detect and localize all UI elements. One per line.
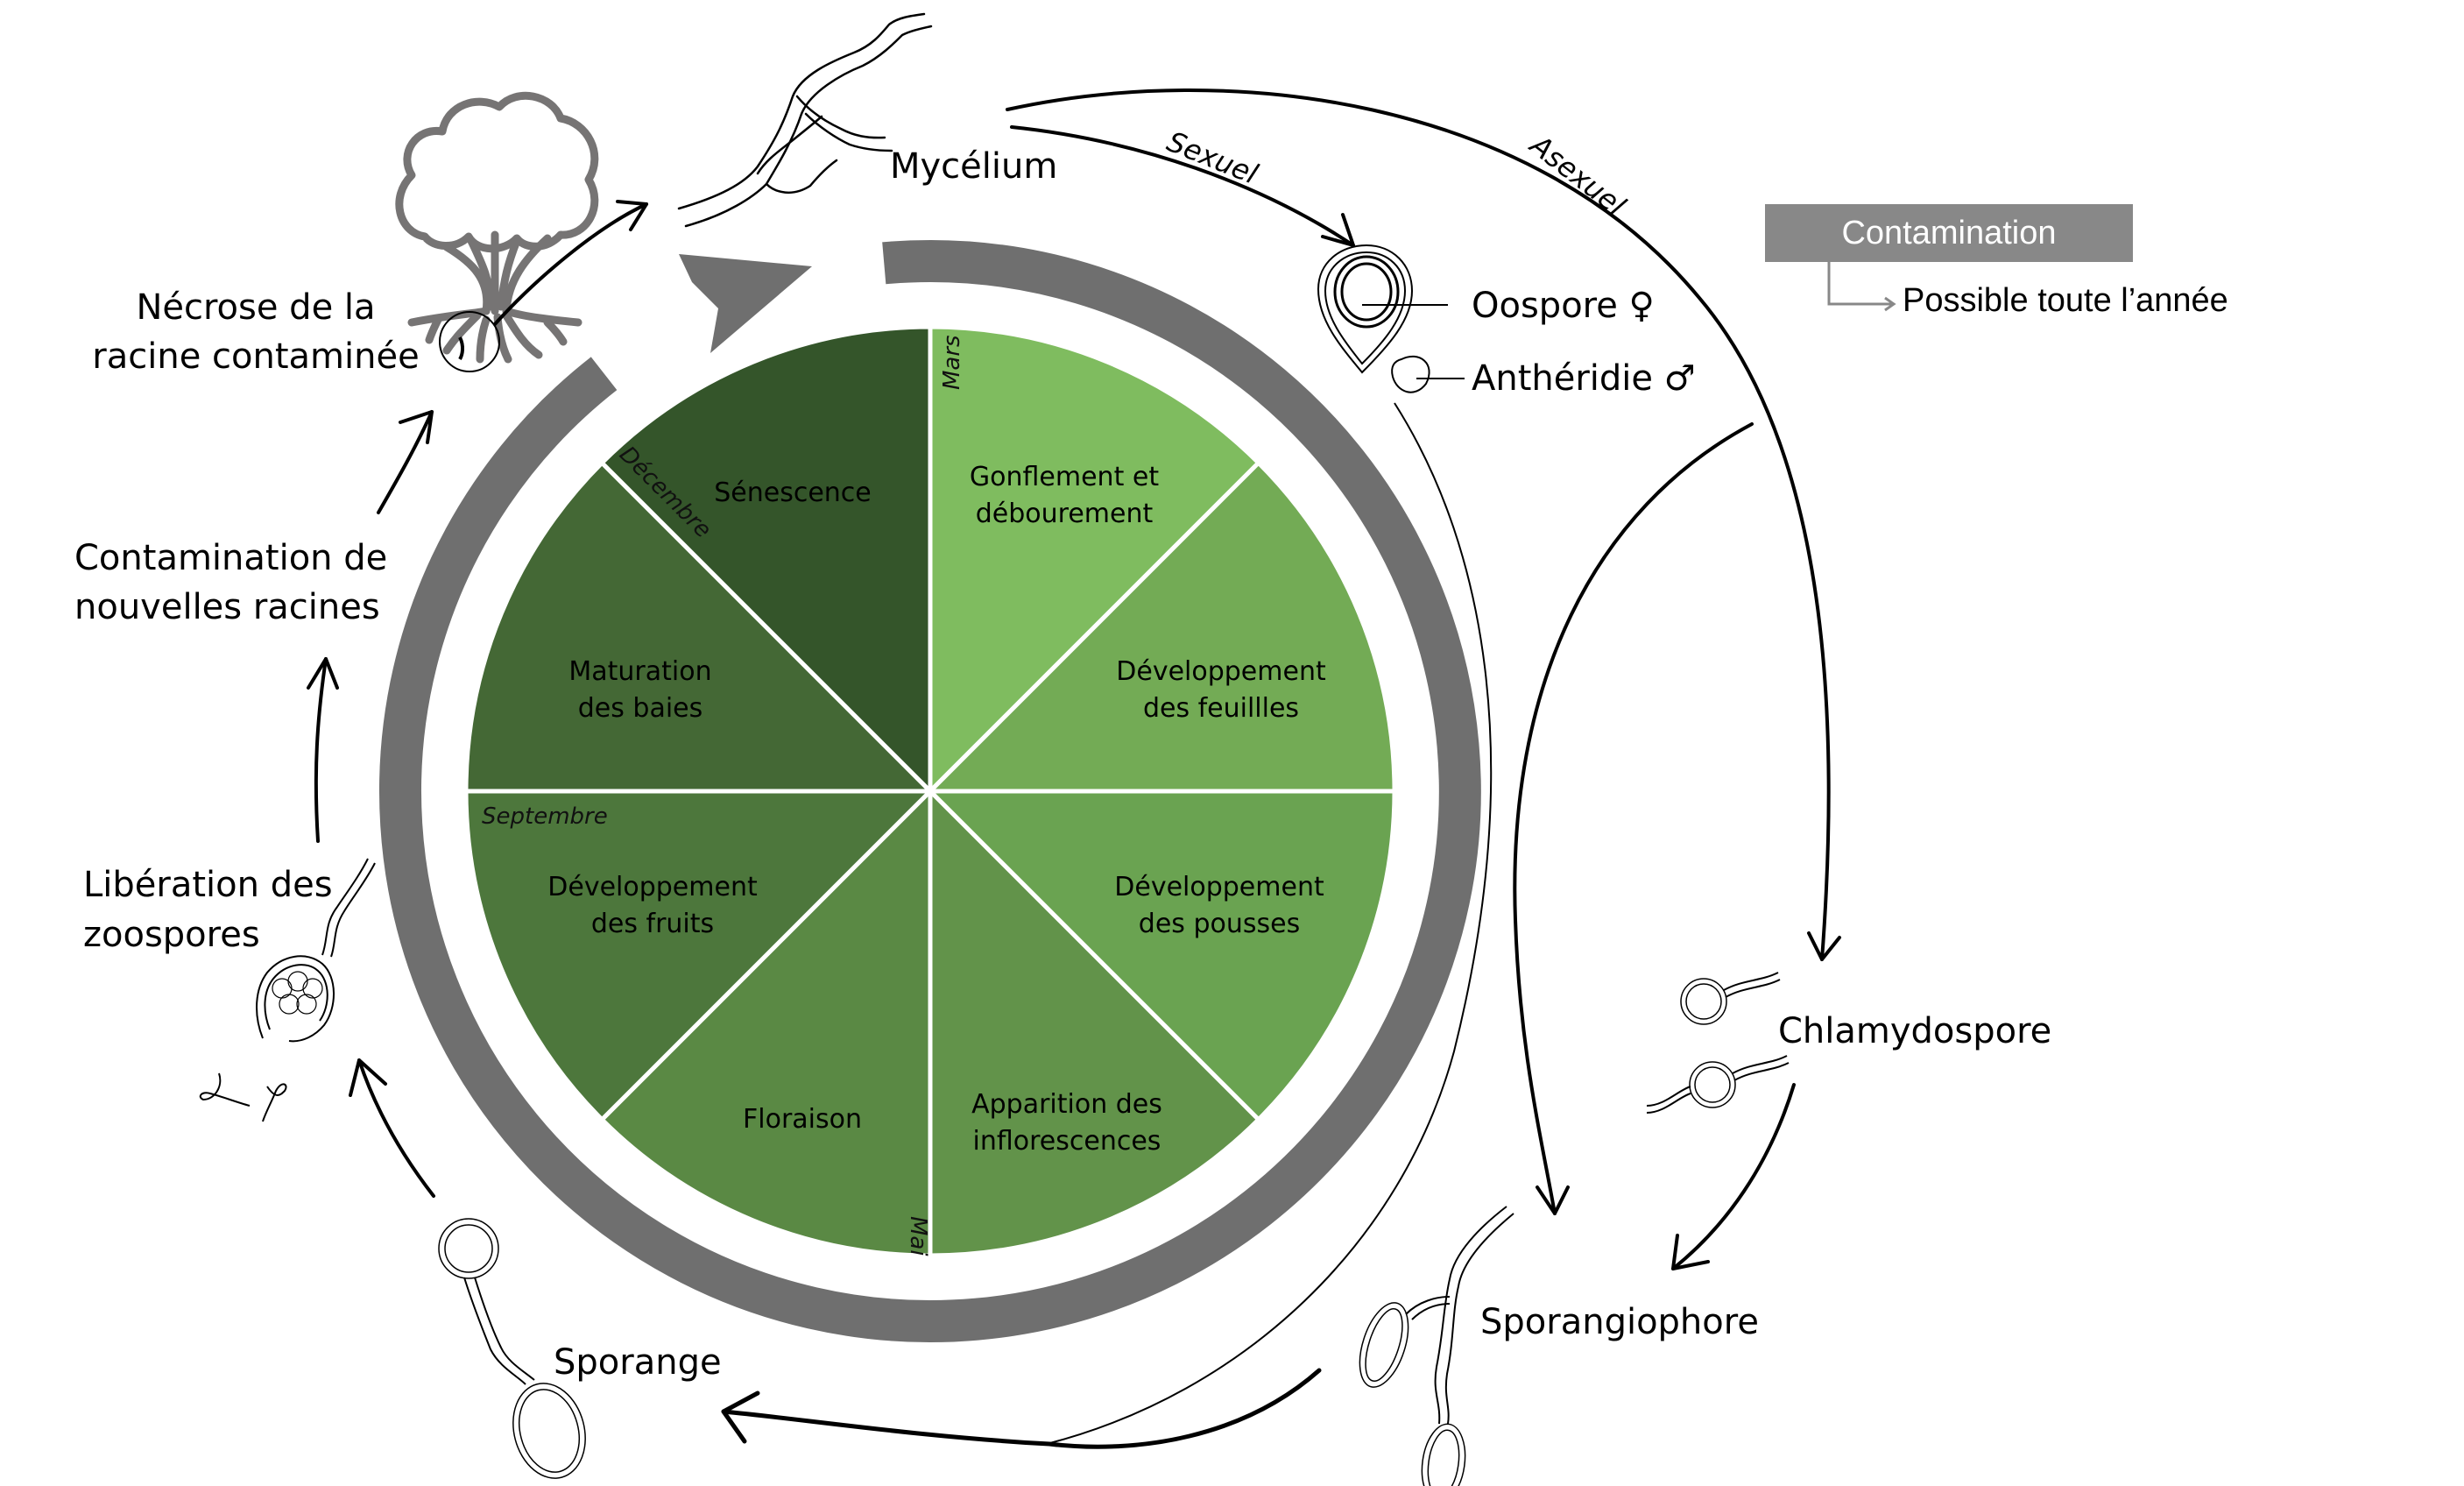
segment-label-maturation: Maturation <box>568 656 711 687</box>
chlamydospore-icon <box>1646 972 1790 1114</box>
contamination-legend-box: Contamination <box>1765 204 2133 262</box>
label-asexual: Asexuel <box>1522 127 1631 223</box>
legend-title: Contamination <box>1841 214 2057 251</box>
segment-label-feuilles: Développement <box>1116 656 1326 687</box>
arrow-chlamydospore-to-sporangiophore <box>1671 1083 1796 1270</box>
segment-label-fruits: Développement <box>547 872 758 902</box>
segment-label-feuilles-2: des feuillles <box>1143 693 1299 724</box>
cycle-ring-arrowhead <box>679 254 812 353</box>
arrow-zoospores-to-contamination <box>314 657 328 843</box>
sporangiophore-icon <box>1359 1206 1514 1486</box>
arrow-sexual-head <box>1321 213 1355 247</box>
label-mycelium: Mycélium <box>890 146 1057 187</box>
pie-segment-5 <box>598 785 933 1258</box>
label-liberation-2: zoospores <box>83 915 260 955</box>
pie-labels: Gonflement et débourement Développement … <box>547 462 1326 1157</box>
segment-label-pousses: Développement <box>1114 872 1324 902</box>
segment-label-fruits-2: des fruits <box>591 909 714 939</box>
arrow-sporange-to-zoospores <box>357 1058 435 1198</box>
segment-label-inflorescences: Apparition des <box>971 1089 1162 1120</box>
arrow-tree-to-mycelium <box>493 202 648 326</box>
phenology-pie <box>463 324 1397 1258</box>
pie-segment-8 <box>598 324 933 797</box>
segment-label-gonflement: Gonflement et <box>970 462 1159 492</box>
segment-label-gonflement-2: débourement <box>976 499 1154 529</box>
arrow-contamination-to-necrosis-head <box>399 410 434 444</box>
legend-note: Possible toute l’année <box>1903 282 2228 319</box>
arrow-asexual-head <box>1807 931 1841 961</box>
arrow-sexual <box>1010 125 1355 247</box>
arrow-asexual-to-sporangiophore-head <box>1536 1185 1570 1215</box>
segment-label-floraison: Floraison <box>743 1104 862 1135</box>
pie-segment-6 <box>463 789 936 1123</box>
arrow-chlamydospore-to-sporangiophore-head <box>1671 1234 1710 1270</box>
cycle-ring-arc <box>379 240 1481 1342</box>
cycle-ring <box>379 240 1481 1342</box>
tree-icon <box>395 91 599 372</box>
label-sporange: Sporange <box>554 1342 722 1383</box>
pie-segment-7 <box>463 459 936 794</box>
label-antheridie: Anthéridie ♂ <box>1472 358 1696 399</box>
oospore-icon <box>1317 244 1465 393</box>
pie-segment-4 <box>928 785 1262 1258</box>
mycelium-icon <box>677 12 933 228</box>
sporange-icon <box>438 1218 586 1479</box>
arrow-sporange-to-zoospores-head <box>349 1058 387 1097</box>
arrow-zoospores-to-contamination-head <box>307 657 339 690</box>
label-liberation: Libération des <box>83 865 333 905</box>
legend-connector-arrowhead <box>1884 296 1896 312</box>
label-necrose: Nécrose de la <box>136 287 375 328</box>
label-necrose-2: racine contaminée <box>92 336 419 377</box>
label-chlamydospore: Chlamydospore <box>1778 1011 2051 1051</box>
label-contamination: Contamination de <box>74 538 387 578</box>
segment-label-pousses-2: des pousses <box>1139 909 1300 939</box>
oospore-to-bottom-line <box>1046 402 1493 1445</box>
arrow-sporangiophore-to-sporange-head <box>721 1390 760 1444</box>
segment-label-maturation-2: des baies <box>578 693 703 724</box>
segment-label-inflorescences-2: inflorescences <box>973 1126 1161 1157</box>
arrow-sporangiophore-to-sporange <box>721 1368 1322 1449</box>
month-mai: Mai <box>905 1216 931 1256</box>
arrow-asexual-to-sporangiophore <box>1513 422 1754 1215</box>
pie-segment-3 <box>924 789 1397 1123</box>
month-septembre: Septembre <box>482 803 608 830</box>
stage-labels: Mycélium Oospore ♀ Anthéridie ♂ Chlamydo… <box>74 146 2051 1383</box>
zoospore-release-icon <box>199 858 376 1122</box>
pie-segment-1 <box>928 324 1262 797</box>
label-oospore: Oospore ♀ <box>1472 286 1655 326</box>
arrow-contamination-to-necrosis <box>377 410 434 514</box>
infected-root-circle <box>439 311 500 372</box>
month-mars: Mars <box>939 335 965 390</box>
legend-connector <box>1827 262 1892 306</box>
arrow-asexual <box>1006 88 1831 961</box>
label-contamination-2: nouvelles racines <box>74 587 380 627</box>
label-sexual: Sexuel <box>1162 124 1262 191</box>
label-sporangiophore: Sporangiophore <box>1480 1302 1759 1342</box>
arrow-tree-to-mycelium-head <box>616 200 648 231</box>
pie-segment-2 <box>924 459 1397 794</box>
segment-label-senescence: Sénescence <box>714 478 872 508</box>
